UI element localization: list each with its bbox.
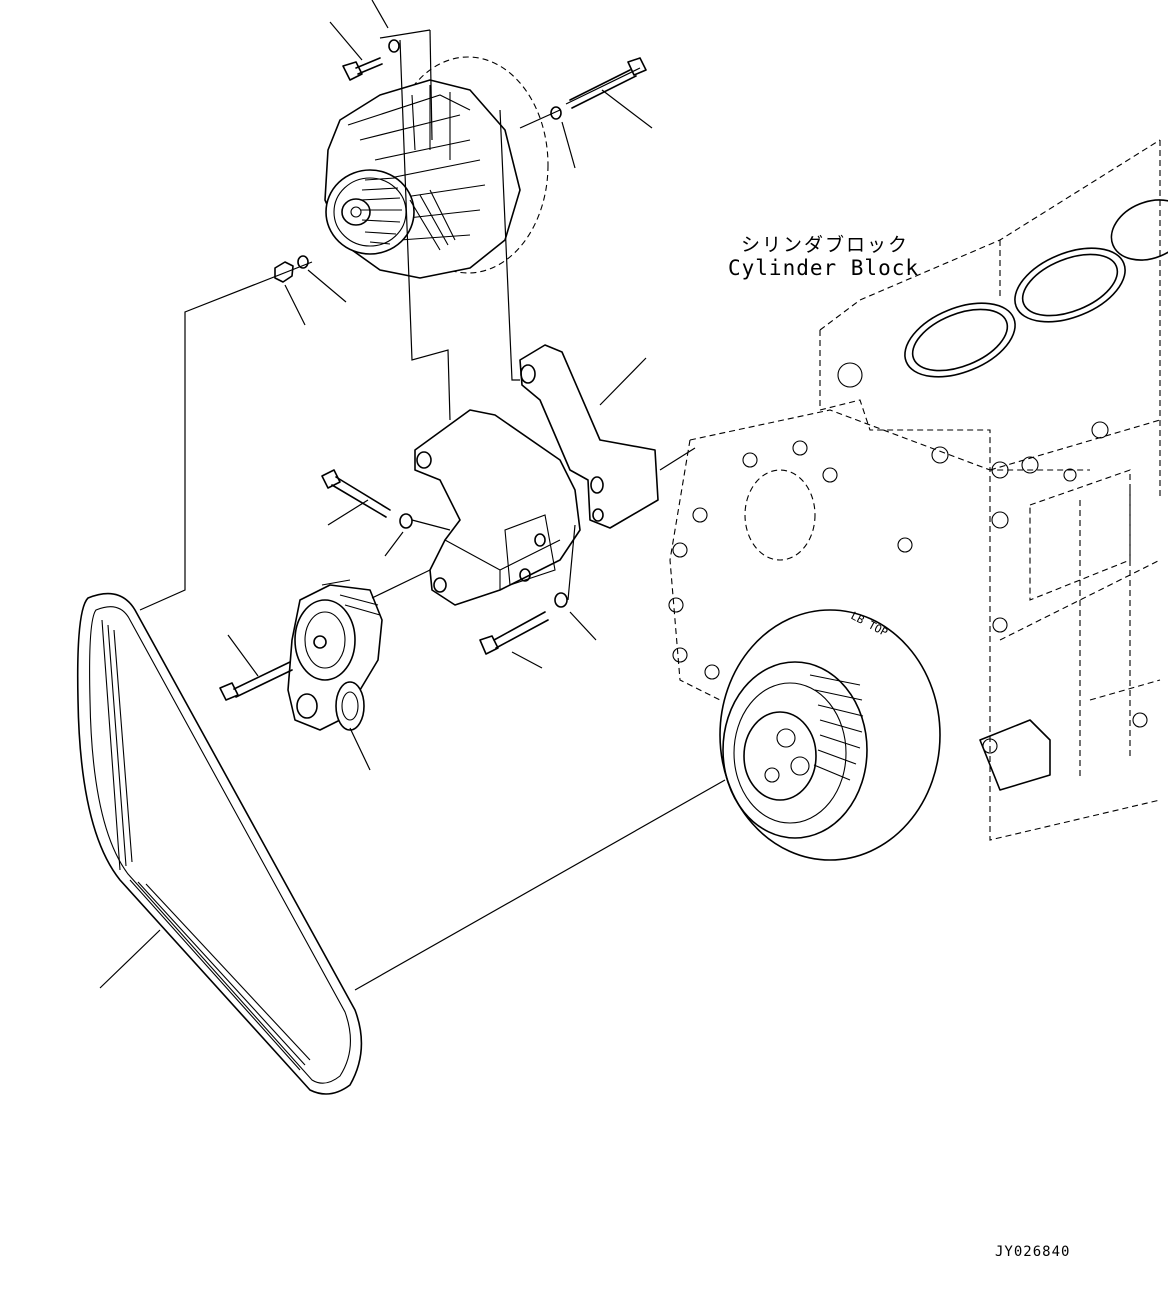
fasteners (219, 39, 647, 701)
pulley-engraving: LB TOP (849, 609, 891, 639)
leader-lines (99, 0, 653, 989)
cylinder-block-label-en: Cylinder Block (728, 256, 920, 280)
v-belt (76, 592, 363, 1095)
assembly-lines (139, 29, 726, 991)
cylinder-block-label-jp: シリンダブロック (741, 234, 910, 256)
mounting-bracket (414, 409, 581, 606)
belt-tensioner (287, 579, 383, 731)
crankshaft-pulley (719, 609, 941, 861)
alternator-bracket (519, 344, 659, 529)
alternator (324, 56, 549, 279)
drawing-id: JY026840 (995, 1244, 1071, 1260)
cylinder-block (668, 139, 1168, 841)
